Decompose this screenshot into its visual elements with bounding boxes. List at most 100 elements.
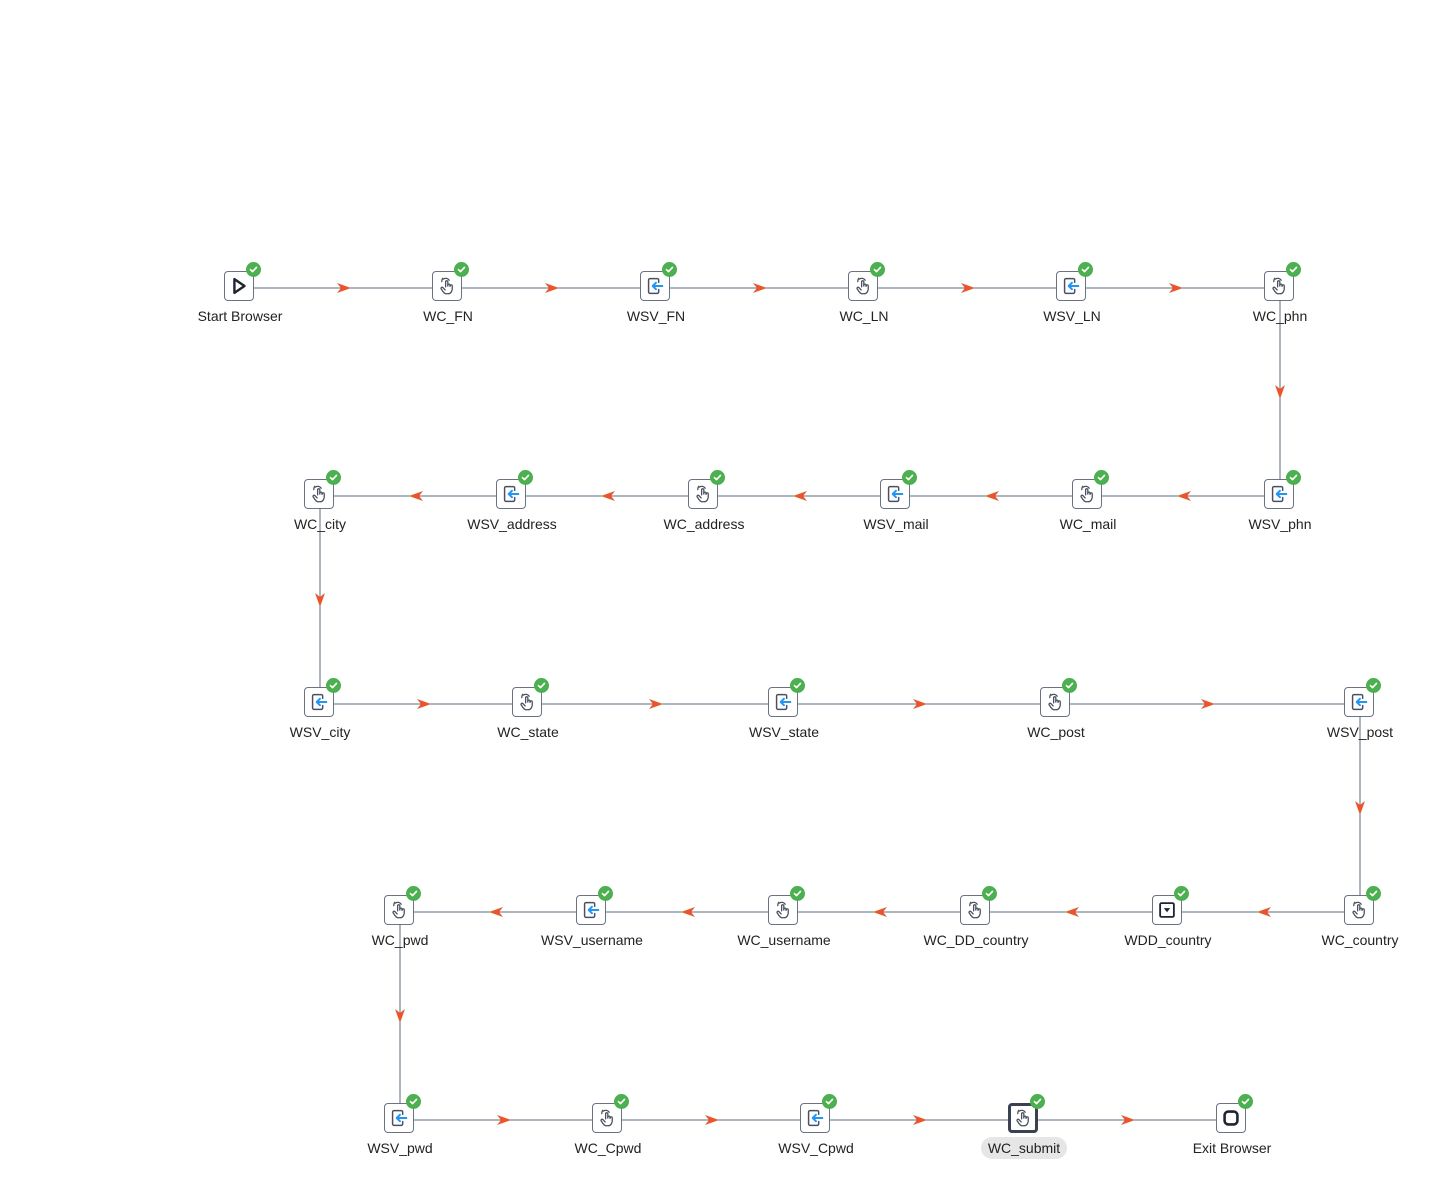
node-label: WSV_phn [1180,516,1380,532]
flow-node-wc-fn[interactable]: WC_FN [348,262,548,351]
flow-node-wsv-pwd[interactable]: WSV_pwd [300,1094,500,1183]
flow-node-wc-post[interactable]: WC_post [956,678,1156,767]
node-icon-box[interactable] [432,271,462,301]
node-label: WSV_Cpwd [716,1140,916,1156]
flow-node-wsv-fn[interactable]: WSV_FN [556,262,756,351]
node-label-text: Exit Browser [1192,1140,1272,1156]
success-check-icon [902,470,917,485]
node-icon-box[interactable] [1264,479,1294,509]
connector-wc-username-to-wsv-username [592,907,784,917]
flow-node-wsv-mail[interactable]: WSV_mail [796,470,996,559]
input-enter-icon [772,691,794,713]
flow-node-wc-phn[interactable]: WC_phn [1180,262,1380,351]
arrow-head [1177,491,1191,501]
node-label-text: WC_city [293,516,347,532]
node-label: WC_phn [1180,308,1380,324]
hand-click-icon [388,899,410,921]
node-label-text: WC_DD_country [923,932,1029,948]
flow-node-wc-cpwd[interactable]: WC_Cpwd [508,1094,708,1183]
arrow-head [873,907,887,917]
arrow-head [1065,907,1079,917]
node-icon-box[interactable] [800,1103,830,1133]
flow-node-wsv-address[interactable]: WSV_address [412,470,612,559]
success-check-icon [1078,262,1093,277]
node-label: Start Browser [140,308,340,324]
success-check-icon [406,1094,421,1109]
flow-node-wc-dd-country[interactable]: WC_DD_country [876,886,1076,975]
flow-node-wc-ln[interactable]: WC_LN [764,262,964,351]
flow-node-wc-address[interactable]: WC_address [604,470,804,559]
node-label-text: Start Browser [197,308,283,324]
success-check-icon [1094,470,1109,485]
flow-node-wc-username[interactable]: WC_username [684,886,884,975]
node-label: WSV_city [220,724,420,740]
arrow-head [913,699,927,709]
node-icon-box[interactable] [1216,1103,1246,1133]
flow-node-wsv-city[interactable]: WSV_city [220,678,420,767]
success-check-icon [822,1094,837,1109]
success-check-icon [534,678,549,693]
node-label: WC_username [684,932,884,948]
node-label-text: WDD_country [1124,932,1212,948]
success-check-icon [1286,470,1301,485]
connector-wc-submit-to-exit-browser [1024,1115,1232,1125]
arrow-head [1169,283,1183,293]
flow-node-wc-city[interactable]: WC_city [220,470,420,559]
flow-node-wc-submit[interactable]: WC_submit [924,1094,1124,1183]
flow-node-exit-browser[interactable]: Exit Browser [1132,1094,1332,1183]
success-check-icon [1366,886,1381,901]
node-label: WDD_country [1068,932,1268,948]
flow-node-wc-pwd[interactable]: WC_pwd [300,886,500,975]
node-label-text: WC_username [737,932,831,948]
connector-wc-fn-to-wsv-fn [448,283,656,293]
node-icon-box[interactable] [576,895,606,925]
node-label: WC_state [428,724,628,740]
connector-wc-phn-to-wsv-phn [1275,288,1285,496]
node-label: WC_post [956,724,1156,740]
connector-wc-state-to-wsv-state [528,699,784,709]
connector-wc-ln-to-wsv-ln [864,283,1072,293]
arrow-head [1201,699,1215,709]
dropdown-icon [1156,899,1178,921]
node-icon-box[interactable] [384,895,414,925]
node-label-text: WSV_Cpwd [778,1140,854,1156]
node-label: WC_country [1260,932,1444,948]
connector-wsv-city-to-wc-state [320,699,528,709]
flow-node-wsv-phn[interactable]: WSV_phn [1180,470,1380,559]
node-label: WSV_FN [556,308,756,324]
connector-wsv-post-to-wc-country [1355,704,1365,912]
input-enter-icon [1348,691,1370,713]
node-label: WC_Cpwd [508,1140,708,1156]
input-enter-icon [388,1107,410,1129]
node-label-text: WC_country [1321,932,1399,948]
flow-node-wdd-country[interactable]: WDD_country [1068,886,1268,975]
arrow-head [1355,801,1365,815]
node-icon-box[interactable] [880,479,910,509]
flow-node-wc-mail[interactable]: WC_mail [988,470,1188,559]
flow-node-wsv-ln[interactable]: WSV_LN [972,262,1172,351]
node-label: WC_submit [924,1137,1124,1159]
stop-icon [1220,1107,1242,1129]
arrow-head [395,1009,405,1023]
flow-node-wsv-username[interactable]: WSV_username [492,886,692,975]
hand-click-icon [516,691,538,713]
connector-wc-country-to-wdd-country [1168,907,1360,917]
flow-node-start-browser[interactable]: Start Browser [140,262,340,351]
node-label-text: WC_Cpwd [574,1140,642,1156]
flow-node-wsv-state[interactable]: WSV_state [684,678,884,767]
node-icon-box[interactable] [1264,271,1294,301]
success-check-icon [246,262,261,277]
flow-node-wsv-cpwd[interactable]: WSV_Cpwd [716,1094,916,1183]
flow-node-wc-state[interactable]: WC_state [428,678,628,767]
success-check-icon [790,678,805,693]
flow-node-wc-country[interactable]: WC_country [1260,886,1444,975]
arrow-head [497,1115,511,1125]
flow-node-wsv-post[interactable]: WSV_post [1260,678,1444,767]
connector-wsv-username-to-wc-pwd [400,907,592,917]
node-label-text: WC_pwd [371,932,429,948]
connector-wsv-address-to-wc-city [320,491,512,501]
arrow-head [913,1115,927,1125]
node-label-text: WC_phn [1252,308,1308,324]
